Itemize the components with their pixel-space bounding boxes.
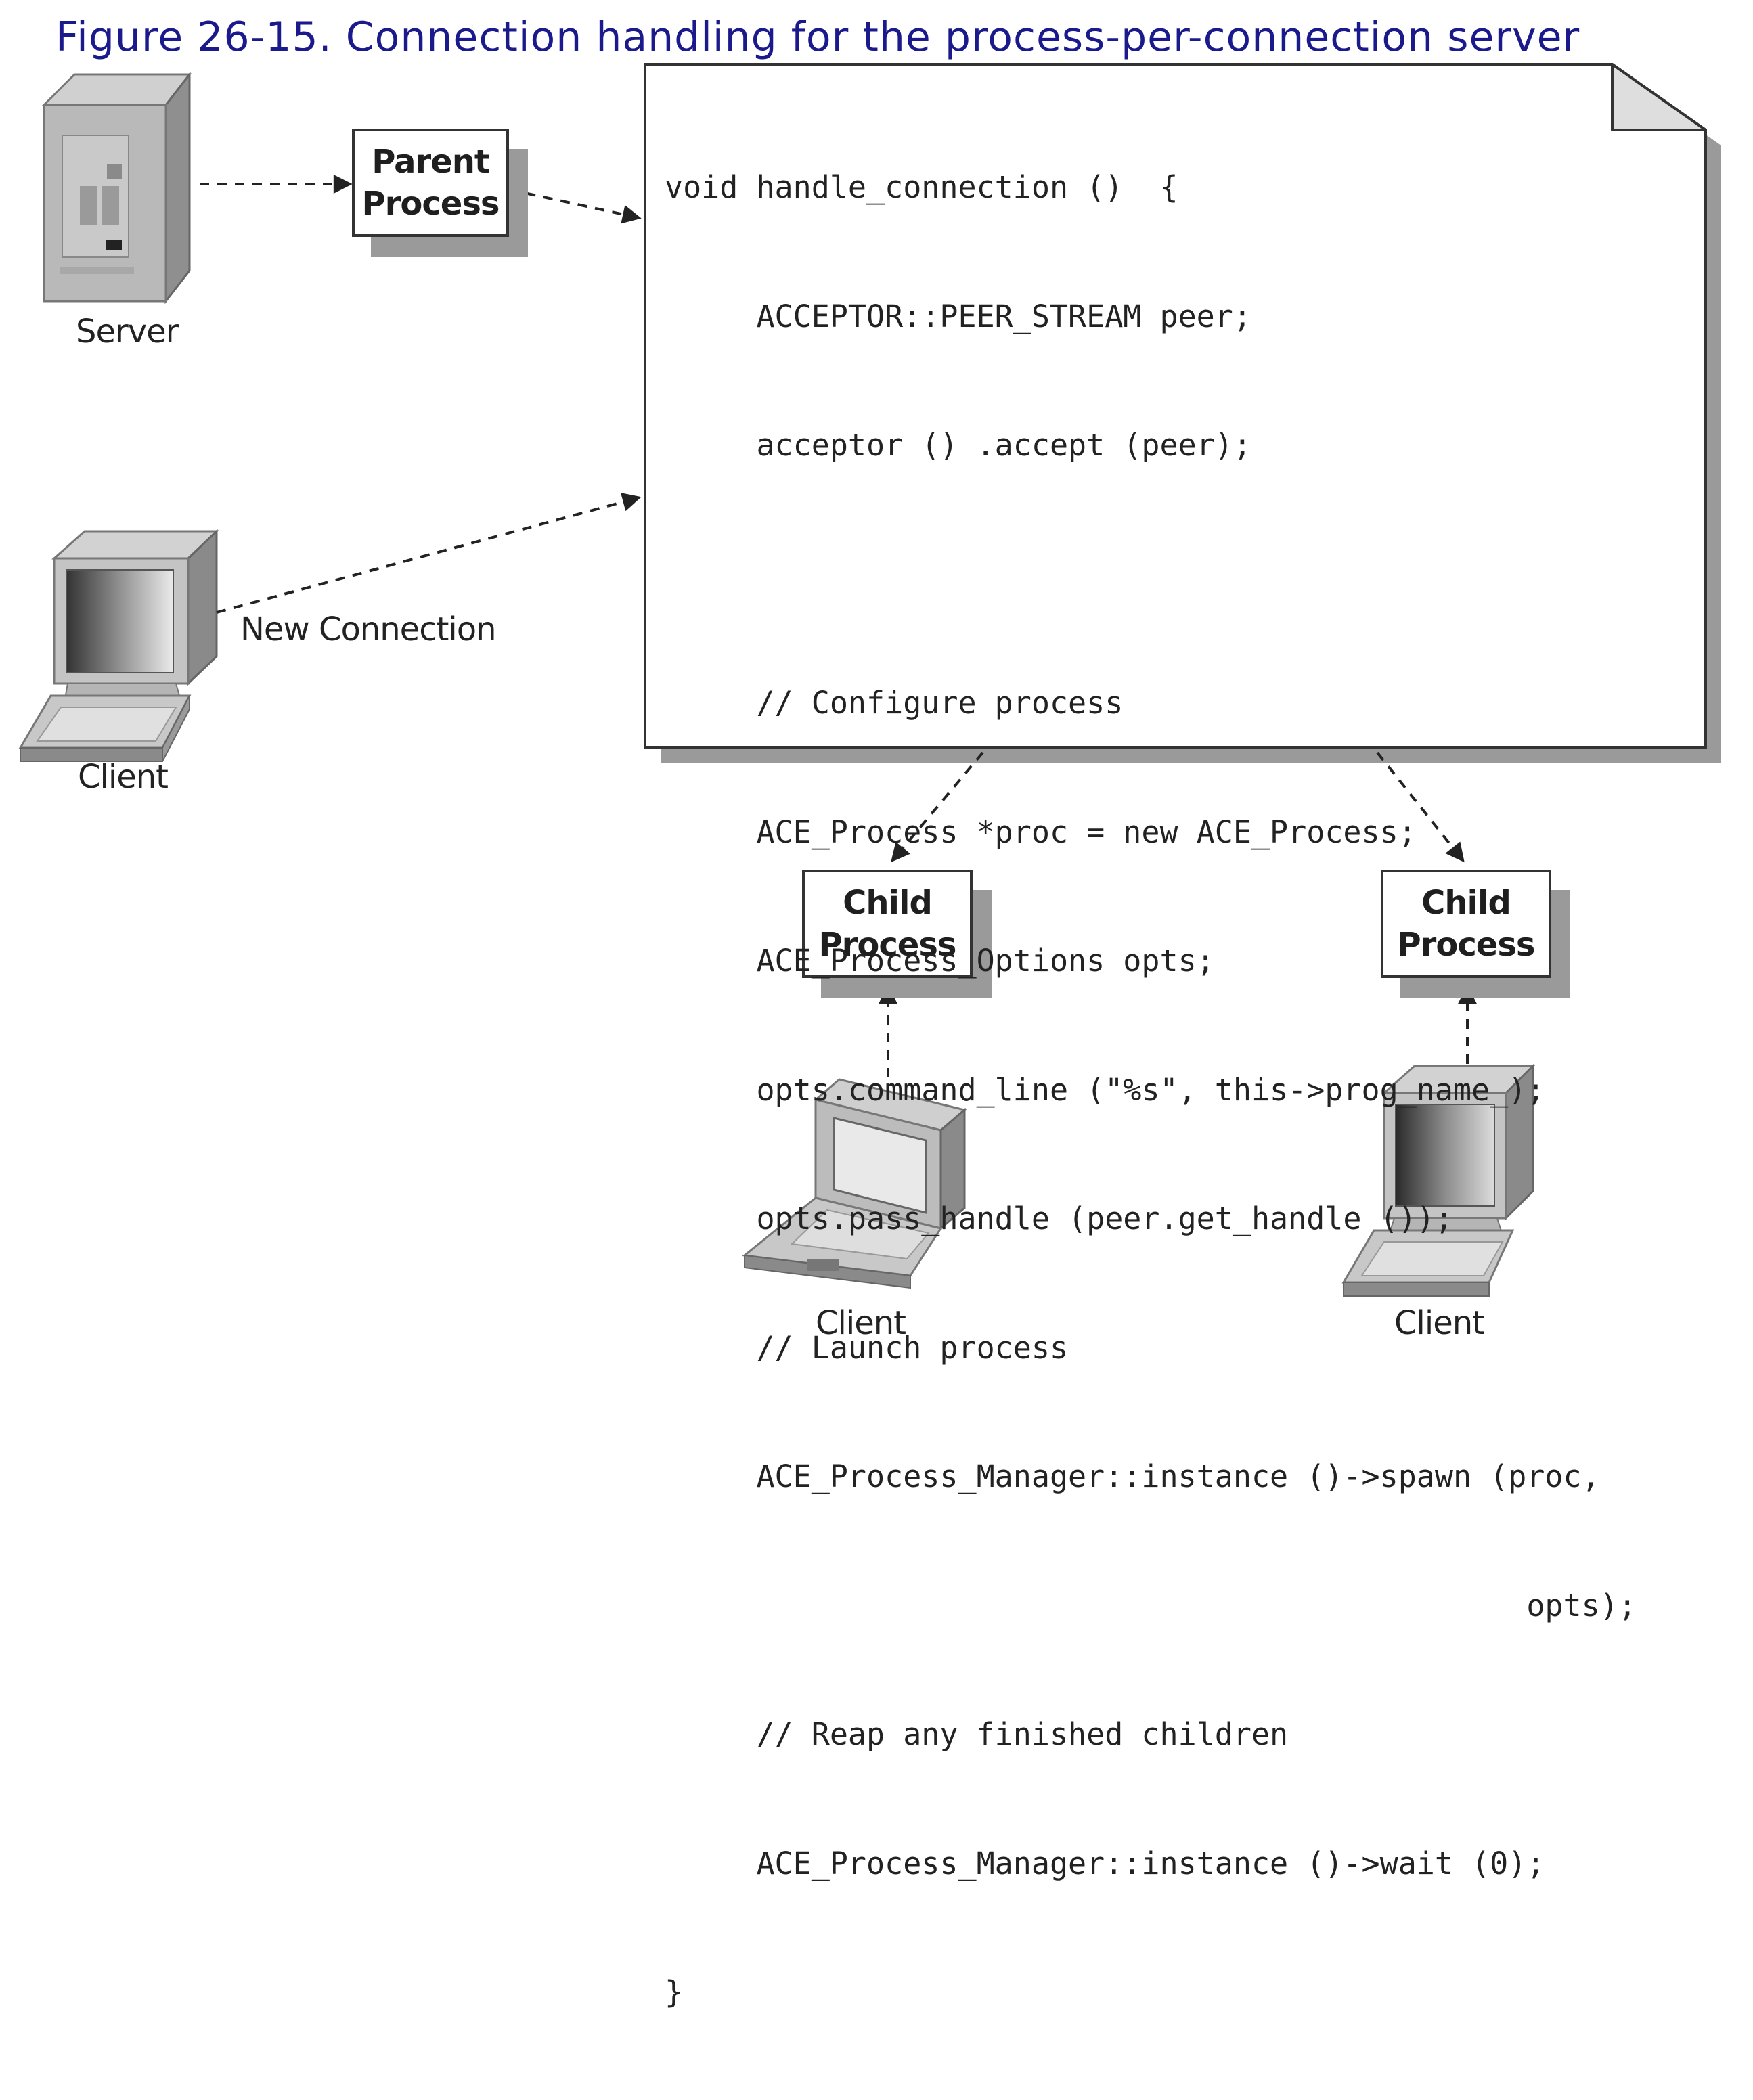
code-line: // Launch process xyxy=(665,1329,1069,1366)
figure-title: Figure 26-15. Connection handling for th… xyxy=(56,14,1580,61)
server-tower-icon xyxy=(41,71,192,305)
child-process-box-right: Child Process xyxy=(1381,870,1551,978)
code-line: // Reap any finished children xyxy=(665,1716,1289,1752)
code-line: opts.command_line ("%s", this->prog_name… xyxy=(665,1071,1545,1108)
child-process-right-line-2: Process xyxy=(1397,926,1536,964)
diagram-graphics xyxy=(18,63,1721,1297)
code-line: void handle_connection () { xyxy=(665,169,1178,205)
code-line xyxy=(665,553,1637,596)
child-process-left-line-1: Child xyxy=(843,884,933,922)
client-label-left: Client xyxy=(78,758,169,796)
parent-process-line-2: Process xyxy=(361,185,500,223)
child-process-right-line-1: Child xyxy=(1421,884,1511,922)
client-label-bottom-right: Client xyxy=(1394,1304,1485,1342)
desktop-computer-icon xyxy=(1341,1063,1536,1297)
code-line: opts); xyxy=(665,1587,1637,1624)
client-label-laptop: Client xyxy=(816,1304,906,1342)
code-line: ACE_Process_Manager::instance ()->spawn … xyxy=(665,1458,1600,1494)
code-line: ACE_Process_Options opts; xyxy=(665,943,1215,979)
child-process-box-left: Child Process xyxy=(802,870,973,978)
code-line: acceptor () .accept (peer); xyxy=(665,427,1251,463)
child-process-left-line-2: Process xyxy=(818,926,957,964)
server-label: Server xyxy=(76,313,179,351)
code-line: opts.pass_handle (peer.get_handle ()); xyxy=(665,1201,1453,1236)
connector-new-connection xyxy=(216,493,642,614)
code-line: } xyxy=(665,1974,684,2010)
desktop-computer-icon xyxy=(18,529,219,762)
code-line: // Configure process xyxy=(665,685,1124,721)
code-note-shape xyxy=(644,63,1721,763)
connector-handler-to-child-right xyxy=(1376,751,1465,863)
parent-process-line-1: Parent xyxy=(372,143,490,181)
new-connection-label: New Connection xyxy=(240,610,497,648)
connector-parent-to-handler xyxy=(508,188,642,224)
parent-process-box: Parent Process xyxy=(352,129,509,237)
code-line: ACCEPTOR::PEER_STREAM peer; xyxy=(665,298,1251,334)
diagram-canvas: Figure 26-15. Connection handling for th… xyxy=(18,14,1721,2010)
connector-handler-to-child-left xyxy=(891,751,984,863)
handle-connection-code: void handle_connection () { ACCEPTOR::PE… xyxy=(665,80,1637,2100)
laptop-computer-icon xyxy=(742,1078,967,1289)
code-line: ACE_Process *proc = new ACE_Process; xyxy=(665,813,1417,850)
code-line: ACE_Process_Manager::instance ()->wait (… xyxy=(665,1845,1545,1881)
